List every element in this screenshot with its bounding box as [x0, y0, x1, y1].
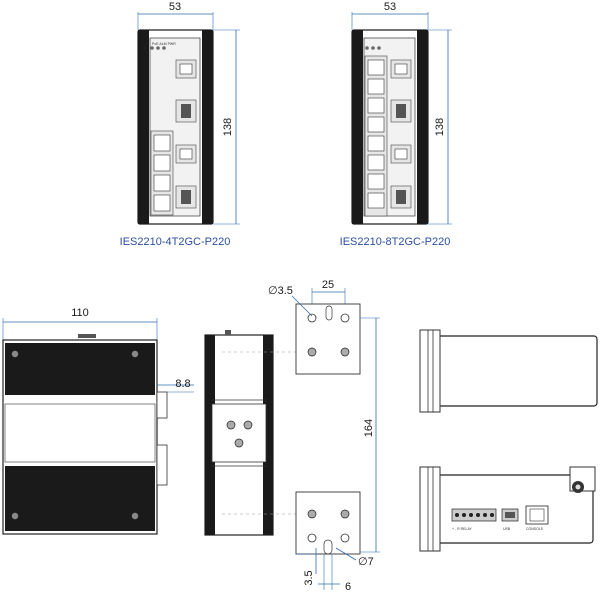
- power-terminal-label: + - R RELAY: [452, 527, 473, 531]
- model-caption-4port: IES2210-4T2GC-P220: [120, 236, 231, 248]
- slot-bottom-label: 3.5: [303, 570, 315, 585]
- usb-label: USB: [503, 527, 511, 531]
- depth-label: 110: [71, 307, 89, 319]
- width-label-8port: 53: [384, 1, 396, 13]
- hole-spacing-label: 25: [322, 279, 334, 291]
- mount-height-label: 164: [363, 419, 375, 437]
- height-label-8port: 138: [434, 118, 446, 136]
- rear-view: ∅3.5 25 164 ∅7 6 3.5: [204, 279, 380, 593]
- rail-offset-label: 8.8: [175, 378, 190, 390]
- hole-diameter-label: ∅3.5: [268, 285, 293, 297]
- height-label-4port: 138: [222, 118, 234, 136]
- slot-width-label: ∅7: [358, 556, 374, 568]
- side-view: 110 8.8: [2, 307, 194, 535]
- slot-gap-label: 6: [345, 581, 351, 593]
- front-led-label: PoE ALM PWR: [152, 42, 176, 46]
- front-view-8port: 53 138 IES2210-8T2GC-P220: [340, 1, 452, 248]
- top-view: [419, 329, 598, 413]
- bottom-view: + - R RELAY USB CONSOLE: [419, 466, 596, 552]
- model-caption-8port: IES2210-8T2GC-P220: [340, 236, 451, 248]
- console-label: CONSOLE: [526, 527, 544, 531]
- width-label-4port: 53: [169, 1, 181, 13]
- front-view-4port: 53 PoE ALM PWR 138 IES2210-4T2GC-P220: [120, 1, 240, 248]
